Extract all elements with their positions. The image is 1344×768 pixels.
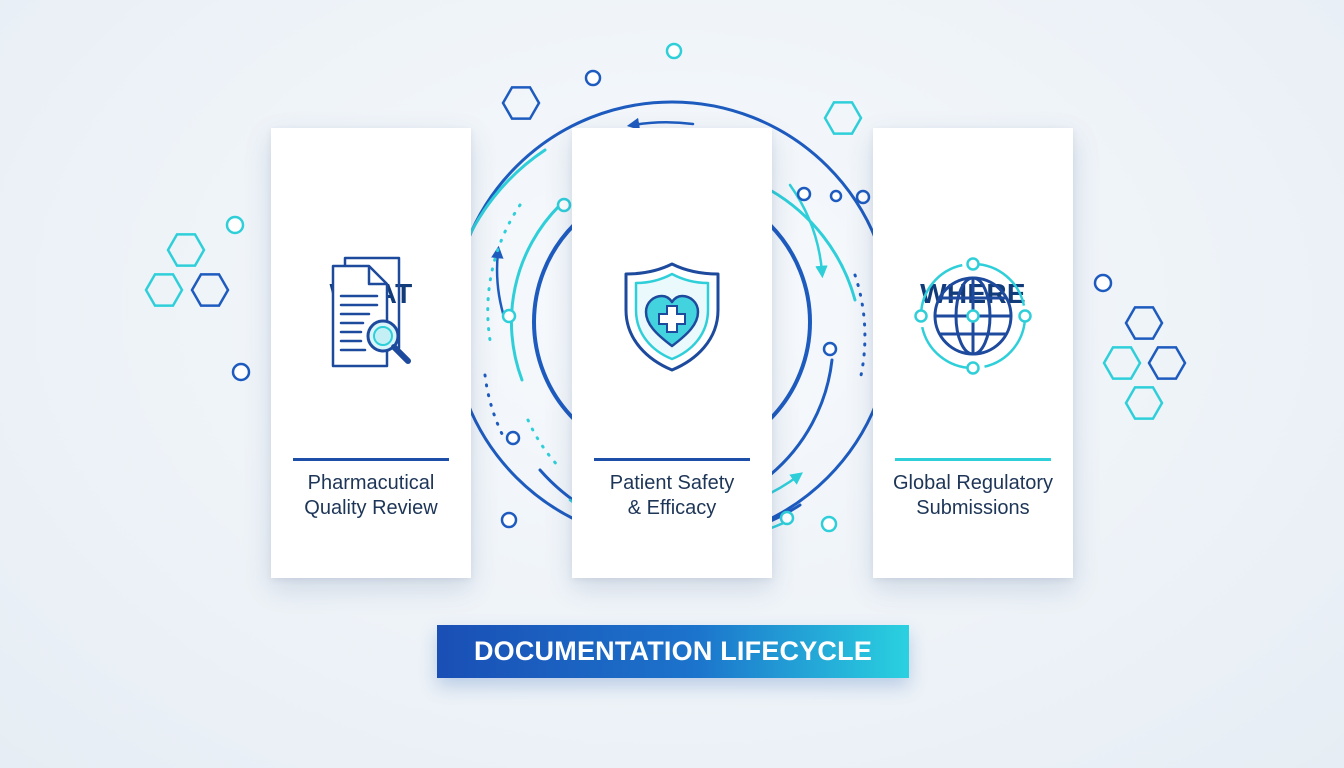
shield-heart-icon <box>624 262 720 372</box>
card-description-line: Patient Safety <box>609 472 735 494</box>
card-description-line: Quality Review <box>304 497 438 519</box>
dotted-arc <box>526 418 562 470</box>
card-description-line: Pharmacutical <box>307 472 435 494</box>
cycle-arrow <box>788 183 828 279</box>
document-magnifier-icon <box>331 256 411 368</box>
cycle-arc <box>768 358 834 477</box>
card-description-line: & Efficacy <box>627 497 717 519</box>
globe-network-icon <box>914 257 1032 375</box>
dotted-arc <box>483 373 507 442</box>
card-description: Global Regulatory Submissions <box>879 471 1067 521</box>
dotted-arc <box>486 203 522 342</box>
network-nodes <box>225 42 1113 533</box>
banner-label: DOCUMENTATION LIFECYCLE <box>473 636 873 666</box>
card-description-line: Global Regulatory <box>892 472 1054 494</box>
card-where: WHERE Global Regulatory Submissions <box>873 128 1073 578</box>
card-divider <box>594 458 750 461</box>
dotted-arc <box>853 273 867 382</box>
card-what: WHAT Pharmacutical Quality Review <box>271 128 471 578</box>
card-divider <box>895 458 1051 461</box>
card-description: Pharmacutical Quality Review <box>277 471 465 521</box>
hexagon-decorations <box>144 86 1187 420</box>
card-description: Patient Safety & Efficacy <box>578 471 766 521</box>
card-description-line: Submissions <box>916 497 1030 519</box>
cycle-arrow <box>626 117 695 131</box>
card-divider <box>293 458 449 461</box>
card-why: WHY Patient Safety & Efficacy <box>572 128 772 578</box>
lifecycle-banner: DOCUMENTATION LIFECYCLE <box>437 625 909 678</box>
cycle-arrow <box>491 245 507 322</box>
cycle-arc <box>509 203 562 382</box>
cycle-arc <box>768 188 857 302</box>
